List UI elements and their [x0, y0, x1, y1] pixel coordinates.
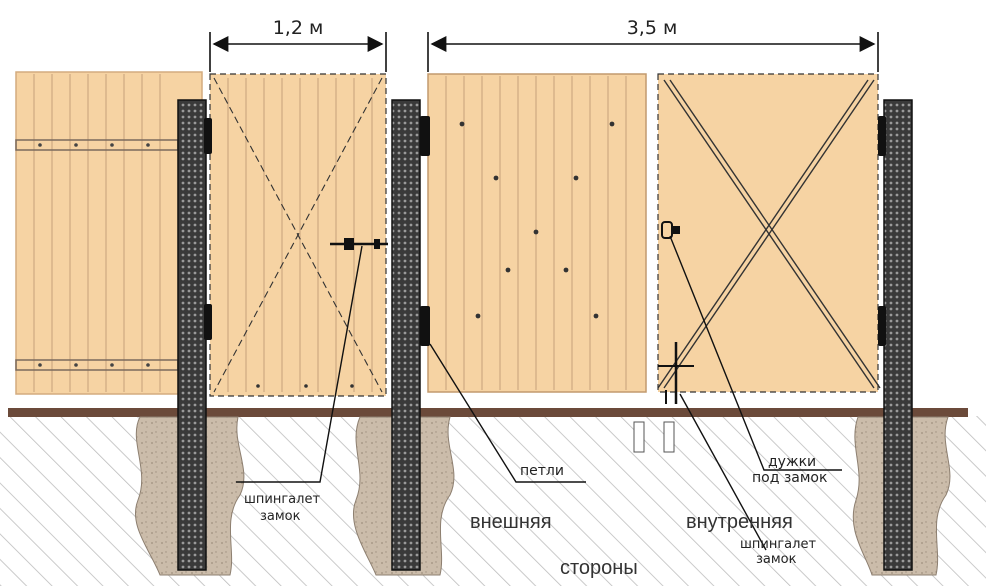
- sides-caption: стороны: [560, 557, 638, 579]
- callout-hinges: петли: [520, 463, 564, 479]
- wicket-door: [209, 73, 388, 397]
- callout-shackles-line2: под замок: [752, 470, 827, 486]
- ground-line: [8, 408, 968, 417]
- fence-section-left: [15, 71, 203, 395]
- gate-leaf-left: [427, 73, 647, 393]
- lock-shackle-icon: [661, 221, 680, 239]
- post-middle: [391, 99, 421, 571]
- callout-latch-right-line1: шпингалет: [740, 537, 816, 552]
- callout-latch-right-line2: замок: [756, 552, 797, 567]
- side-inner: внутренняя: [686, 511, 793, 533]
- wicket-latch-icon: [330, 238, 388, 250]
- gate-leaf-right: [657, 73, 881, 404]
- posts: [177, 99, 913, 571]
- callout-latch-left-line2: замок: [260, 509, 301, 524]
- ground-stoppers: [633, 421, 675, 453]
- post-left: [177, 99, 207, 571]
- hinge-icons: [204, 116, 886, 346]
- dimension-lines: [209, 32, 879, 72]
- side-outer: внешняя: [470, 511, 552, 533]
- dimension-wicket-width: 1,2 м: [273, 17, 324, 39]
- gate-latch-icon: [658, 342, 694, 404]
- post-right: [883, 99, 913, 571]
- dimension-gate-width: 3,5 м: [627, 17, 678, 39]
- leader-lines: [236, 235, 842, 551]
- callout-latch-left-line1: шпингалет: [244, 492, 320, 507]
- callout-shackles-line1: дужки: [768, 454, 816, 470]
